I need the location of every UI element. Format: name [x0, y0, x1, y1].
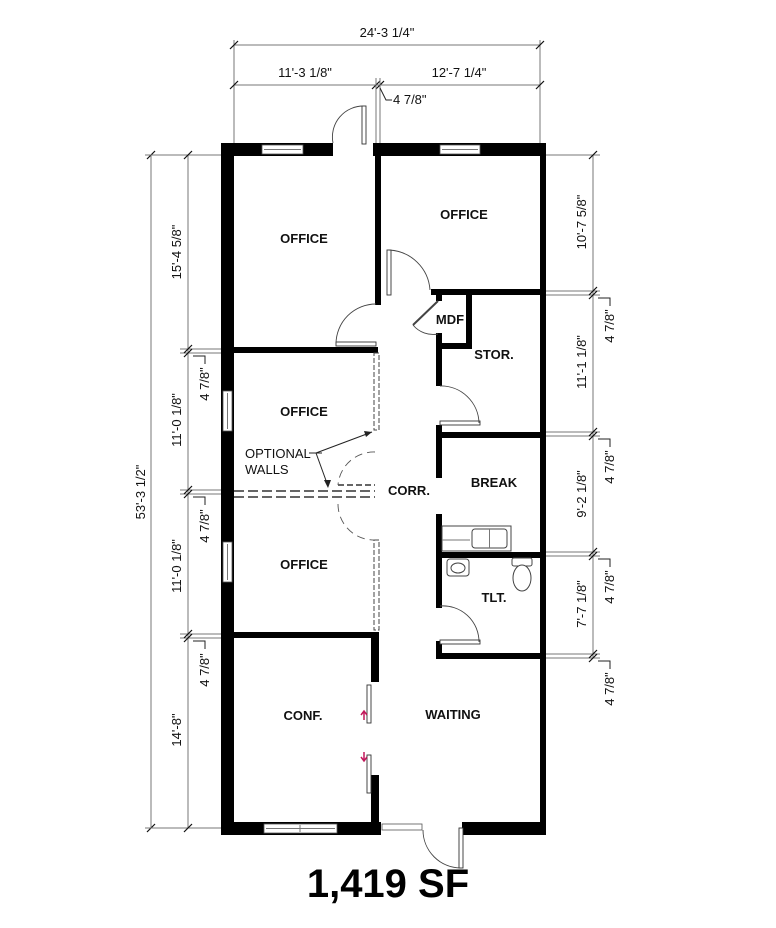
break-counter	[441, 525, 512, 552]
dim-right-seg-1: 10'-7 5/8"	[574, 194, 589, 249]
room-label-office-nw: OFFICE	[280, 231, 328, 246]
room-label-waiting: WAITING	[425, 707, 481, 722]
total-area-label: 1,419 SF	[306, 862, 470, 906]
dim-left-seg-4: 14'-8"	[169, 713, 184, 747]
dim-top-right: 12'-7 1/4"	[432, 65, 487, 80]
dim-left-seg-1: 15'-4 5/8"	[169, 224, 184, 279]
toilet-fixture	[511, 557, 533, 592]
optional-walls-leader	[309, 431, 373, 488]
door-office-ne[interactable]	[386, 249, 431, 296]
dim-top-wall: 4 7/8"	[393, 92, 427, 107]
dim-top-overall: 24'-3 1/4"	[360, 25, 415, 40]
room-label-mdf: MDF	[436, 312, 464, 327]
dim-left-wall-1: 4 7/8"	[197, 367, 212, 401]
dim-right-seg-4: 7'-7 1/8"	[574, 580, 589, 628]
room-label-conference: CONF.	[284, 708, 323, 723]
left-dimensions: 53'-3 1/2" 15'-4 5/8" 11'-0 1/8" 11'-0 1…	[133, 150, 222, 833]
optional-walls-label-line2: WALLS	[245, 462, 289, 477]
dim-right-seg-3: 9'-2 1/8"	[574, 470, 589, 518]
optional-walls-label-line1: OPTIONAL	[245, 446, 311, 461]
door-storage[interactable]	[439, 385, 481, 426]
dim-left-overall: 53'-3 1/2"	[133, 464, 148, 519]
dim-right-seg-2: 11'-1 1/8"	[574, 335, 589, 389]
exterior-walls	[221, 143, 546, 835]
interior-walls	[234, 143, 543, 830]
room-label-break: BREAK	[471, 475, 518, 490]
dim-top-left: 11'-3 1/8"	[278, 65, 332, 80]
room-label-corridor: CORR.	[388, 483, 430, 498]
door-main-entry[interactable]	[422, 827, 464, 869]
dim-right-wall-2: 4 7/8"	[602, 450, 617, 484]
room-label-toilet: TLT.	[481, 590, 506, 605]
dim-left-seg-3: 11'-0 1/8"	[169, 539, 184, 593]
door-conference-sliding[interactable]	[360, 684, 372, 794]
door-toilet[interactable]	[439, 605, 481, 645]
room-label-office-ne: OFFICE	[440, 207, 488, 222]
door-office-nw[interactable]	[335, 303, 377, 347]
window-bottom-entry	[381, 823, 423, 831]
room-labels: OFFICE OFFICE MDF STOR. OFFICE CORR. BRE…	[245, 207, 518, 723]
dim-right-wall-1: 4 7/8"	[602, 309, 617, 343]
room-label-office-mid: OFFICE	[280, 404, 328, 419]
room-label-storage: STOR.	[474, 347, 514, 362]
dim-right-wall-4: 4 7/8"	[602, 672, 617, 706]
door-top-entry[interactable]	[331, 105, 367, 145]
fixtures	[441, 525, 533, 592]
toilet-sink	[446, 558, 470, 577]
windows	[222, 144, 481, 834]
dim-right-wall-3: 4 7/8"	[602, 570, 617, 604]
top-dimensions: 24'-3 1/4" 11'-3 1/8" 12'-7 1/4" 4 7/8"	[229, 25, 545, 145]
room-label-office-lower: OFFICE	[280, 557, 328, 572]
door-mdf[interactable]	[412, 300, 439, 335]
dim-left-wall-2: 4 7/8"	[197, 509, 212, 543]
right-dimensions: 10'-7 5/8" 11'-1 1/8" 9'-2 1/8" 7'-7 1/8…	[545, 150, 617, 706]
dim-left-wall-3: 4 7/8"	[197, 653, 212, 687]
doors	[331, 105, 481, 869]
optional-walls	[234, 352, 380, 631]
dim-left-seg-2: 11'-0 1/8"	[169, 393, 184, 447]
